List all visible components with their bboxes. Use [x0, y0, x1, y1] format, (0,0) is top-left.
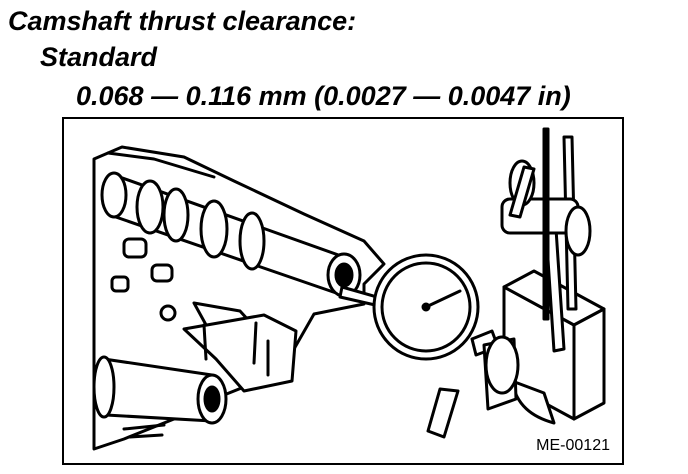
figure-code: ME-00121: [536, 437, 610, 454]
camshaft-dial-gauge-illustration: [92, 127, 606, 451]
clearance-spec-value: 0.068 — 0.116 mm (0.0027 — 0.0047 in): [76, 81, 571, 111]
spec-title: Camshaft thrust clearance:: [8, 6, 357, 36]
spec-subtitle: Standard: [40, 42, 158, 72]
illustration-frame: ME-00121: [62, 117, 624, 465]
